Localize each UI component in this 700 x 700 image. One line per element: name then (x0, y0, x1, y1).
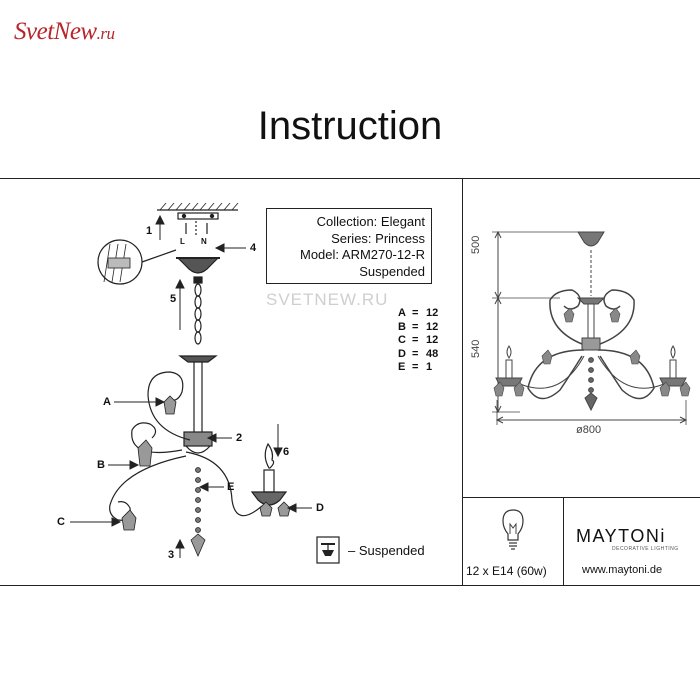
dimension-body-label: 540 (470, 339, 482, 358)
instruction-frame (0, 178, 700, 586)
chain (194, 283, 202, 345)
mount-type-text: Suspended (359, 263, 425, 279)
frame-divider-horizontal (462, 497, 700, 498)
page-title: Instruction (257, 104, 443, 148)
part-a-label: A (103, 396, 111, 408)
parts-count-list: A=12 B=12 C=12 D=48 E=1 (398, 307, 438, 375)
crystal-d (277, 501, 291, 517)
part-e-label: E (227, 481, 235, 493)
wire-l-label: L (180, 237, 185, 246)
site-logo[interactable]: SvetNew.ru (14, 18, 115, 46)
main-arm (185, 451, 263, 517)
logo-main-text: SvetNew (14, 18, 97, 45)
brand-website-link[interactable]: www.maytoni.de (582, 564, 663, 576)
step-5-label: 5 (170, 293, 177, 305)
watermark: SVETNEW.RU (266, 290, 389, 309)
crystal-strand (190, 467, 206, 557)
mounting-bar (177, 212, 219, 220)
step-4-label: 4 (250, 242, 257, 254)
ceiling-mount-icon (316, 536, 340, 564)
step-3-label: 3 (168, 549, 175, 561)
step-6-label: 6 (283, 446, 290, 458)
collection-text: Collection: Elegant (316, 214, 425, 229)
brand-tagline: DECORATIVE LIGHTING (612, 546, 679, 552)
part-d-label: D (316, 502, 324, 514)
ceiling-hatch (159, 202, 239, 211)
crystal-c (121, 509, 137, 531)
frame-divider-bottom (563, 497, 564, 586)
logo-domain-text: .ru (96, 24, 115, 43)
step-2-label: 2 (236, 432, 243, 444)
part-c-label: C (57, 516, 65, 528)
brand-name: MAYTONi (576, 526, 666, 546)
model-text: Model: ARM270-12-R (300, 247, 425, 262)
assembly-diagram (70, 202, 312, 558)
series-text: Series: Princess (331, 230, 425, 246)
parts-row-e: E=1 (398, 361, 433, 373)
parts-row-c: C=12 (398, 334, 439, 346)
suspended-legend-label: – Suspended (348, 543, 425, 558)
dimension-top-label: 500 (470, 235, 482, 254)
light-bulb-icon (502, 509, 524, 550)
wire-n-label: N (201, 237, 207, 246)
scroll-arm-upper (147, 371, 191, 441)
lamp-spec-text: 12 x E14 (60w) (466, 564, 547, 578)
parts-row-a: A=12 (398, 307, 439, 319)
candle-cup (250, 491, 288, 506)
candle (263, 469, 275, 493)
parts-row-b: B=12 (398, 320, 439, 333)
crystal-b (137, 439, 153, 467)
leader-lines (70, 214, 312, 558)
step-1-label: 1 (146, 225, 153, 237)
canopy (176, 257, 220, 274)
dimension-diameter-label: ø800 (576, 424, 602, 436)
product-info-box: Collection: Elegant Series: Princess Mod… (266, 208, 432, 284)
parts-row-d: D=48 (398, 347, 439, 360)
candle-flame (264, 442, 275, 469)
crystal-a (163, 395, 177, 415)
part-b-label: B (97, 459, 105, 471)
frame-divider-vertical (462, 178, 463, 586)
scroll-arm-lower (109, 455, 187, 521)
dimension-drawing (492, 230, 691, 425)
